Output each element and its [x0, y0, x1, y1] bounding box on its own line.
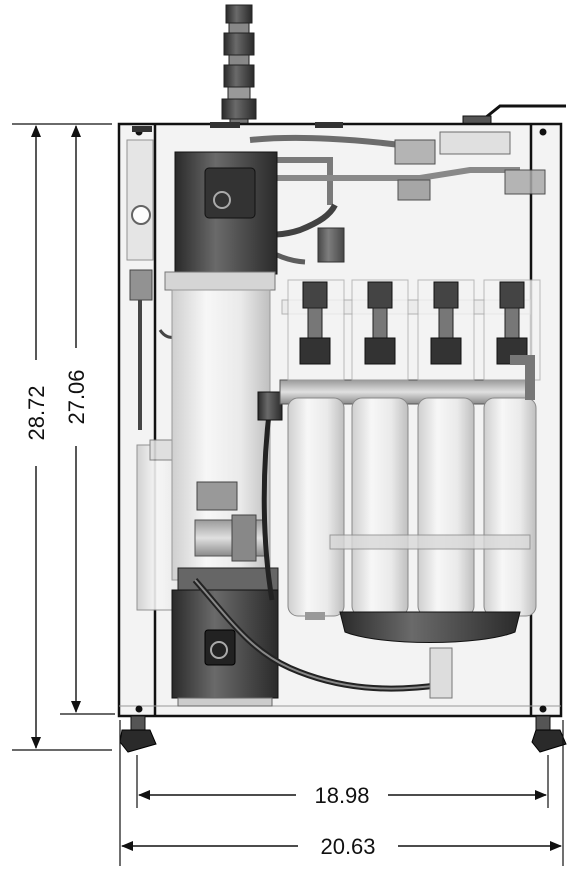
filter-housing-1 — [287, 279, 345, 620]
drain-hose — [192, 391, 453, 699]
inner-width-dimension: 18.98 — [136, 755, 549, 808]
inner-width-label: 18.98 — [314, 783, 369, 808]
inner-height-label: 27.06 — [64, 369, 89, 424]
overall-height-label: 28.72 — [24, 385, 49, 440]
filter-housing-2 — [351, 279, 409, 617]
overall-width-dimension: 20.63 — [119, 720, 564, 866]
leveling-feet — [119, 715, 567, 753]
top-plumbing — [212, 131, 546, 265]
pump-motor-assembly — [164, 151, 279, 707]
overall-width-label: 20.63 — [320, 834, 375, 859]
filter-housing-4 — [483, 279, 541, 617]
inner-height-dimension: 27.06 — [60, 125, 115, 715]
top-inlet-fitting — [221, 4, 257, 128]
filter-bank — [279, 279, 541, 643]
filter-housing-3 — [417, 279, 475, 617]
overall-height-dimension: 28.72 — [12, 123, 112, 751]
